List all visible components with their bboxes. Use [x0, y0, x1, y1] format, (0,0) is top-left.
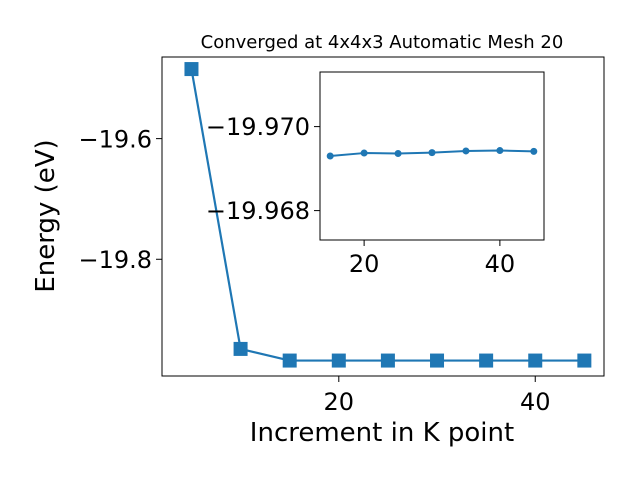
main-ticks: 20 40 −19.6 −19.8 [78, 125, 550, 416]
x-axis-label: Increment in K point [250, 418, 514, 448]
x-tick-label: 20 [324, 388, 355, 416]
data-point [326, 152, 334, 160]
y-axis-label: Energy (eV) [31, 139, 61, 292]
data-point [430, 353, 445, 368]
x-tick-label: 20 [349, 250, 380, 278]
data-point [428, 149, 436, 157]
x-tick-label: 40 [485, 250, 516, 278]
inset-plot: 20 40 −19.970 −19.968 [206, 71, 545, 278]
main-axes-frame [161, 56, 605, 377]
y-tick-label: −19.970 [206, 113, 310, 141]
data-point [577, 353, 592, 368]
data-point [184, 62, 199, 77]
data-point [380, 353, 395, 368]
data-point [528, 353, 543, 368]
data-point [282, 353, 297, 368]
data-point [394, 149, 402, 157]
data-point [331, 353, 346, 368]
inset-series [326, 147, 538, 160]
data-point [233, 341, 248, 356]
y-tick-label: −19.6 [78, 125, 152, 153]
x-tick-label: 40 [520, 388, 551, 416]
data-point [530, 147, 538, 155]
inset-ticks: 20 40 −19.970 −19.968 [206, 113, 515, 278]
data-point [360, 149, 368, 157]
data-point [479, 353, 494, 368]
y-tick-label: −19.968 [206, 197, 310, 225]
main-series [184, 62, 592, 368]
main-plot: Converged at 4x4x3 Automatic Mesh 20 20 4… [31, 32, 605, 448]
chart-title: Converged at 4x4x3 Automatic Mesh 20 [201, 32, 564, 53]
y-tick-label: −19.8 [78, 246, 152, 274]
data-point [462, 147, 470, 155]
data-point [496, 147, 504, 155]
